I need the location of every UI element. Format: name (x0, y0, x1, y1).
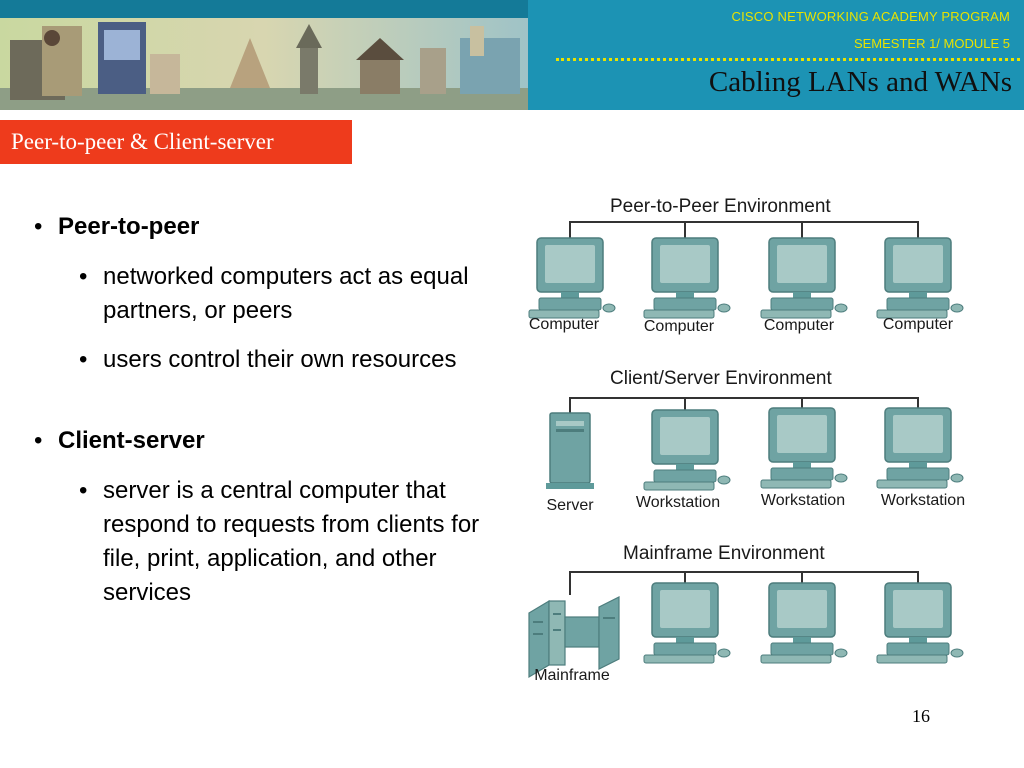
peer-environment-title: Peer-to-Peer Environment (610, 196, 831, 217)
bullet-text: Client-server (58, 427, 205, 454)
network-environments-diagram: Peer-to-Peer Environment Client/Server E… (515, 185, 995, 695)
bullet-dot: • (34, 427, 43, 454)
section-label: Peer-to-peer & Client-server (0, 120, 352, 164)
bullet-dot: • (34, 213, 43, 240)
bullet-dot: • (79, 346, 88, 373)
device-label-workstation-2: Workstation (760, 492, 846, 509)
mainframe-environment-title: Mainframe Environment (623, 543, 825, 564)
diagram-graphics (528, 221, 964, 678)
deck-title: Cabling LANs and WANs (708, 66, 1012, 98)
device-label-computer-2: Computer (643, 318, 715, 335)
peer-network-lines (569, 221, 919, 238)
banner-illustration (0, 18, 528, 110)
bullet-dot: • (79, 263, 88, 290)
semester-module: SEMESTER 1/ MODULE 5 (853, 36, 1010, 51)
device-label-workstation-3: Workstation (880, 492, 966, 509)
device-label-computer-4: Computer (882, 316, 954, 333)
client-server-network-lines (569, 397, 919, 413)
slide-header: CISCO NETWORKING ACADEMY PROGRAM SEMESTE… (0, 0, 1024, 110)
bullet-dot: • (79, 477, 88, 504)
device-label-workstation-1: Workstation (635, 494, 721, 511)
peer-devices (528, 237, 964, 319)
bullet-text: Peer-to-peer (58, 213, 200, 240)
device-label-computer-1: Computer (528, 316, 600, 333)
bullet-text: networked computers act as equal partner… (103, 263, 469, 324)
header-dotted-divider (556, 58, 1020, 61)
bullet-text: users control their own resources (103, 346, 457, 373)
client-server-devices (545, 407, 964, 491)
mainframe-devices (528, 582, 964, 678)
header-right-panel: CISCO NETWORKING ACADEMY PROGRAM SEMESTE… (528, 0, 1024, 110)
program-name: CISCO NETWORKING ACADEMY PROGRAM (731, 9, 1010, 24)
device-label-server: Server (546, 497, 594, 514)
bullet-text: server is a central computer that respon… (103, 477, 480, 606)
mainframe-network-lines (569, 571, 919, 595)
device-label-mainframe: Mainframe (534, 667, 610, 684)
client-server-environment-title: Client/Server Environment (610, 368, 832, 389)
page-number: 16 (912, 706, 930, 726)
device-label-computer-3: Computer (763, 317, 835, 334)
